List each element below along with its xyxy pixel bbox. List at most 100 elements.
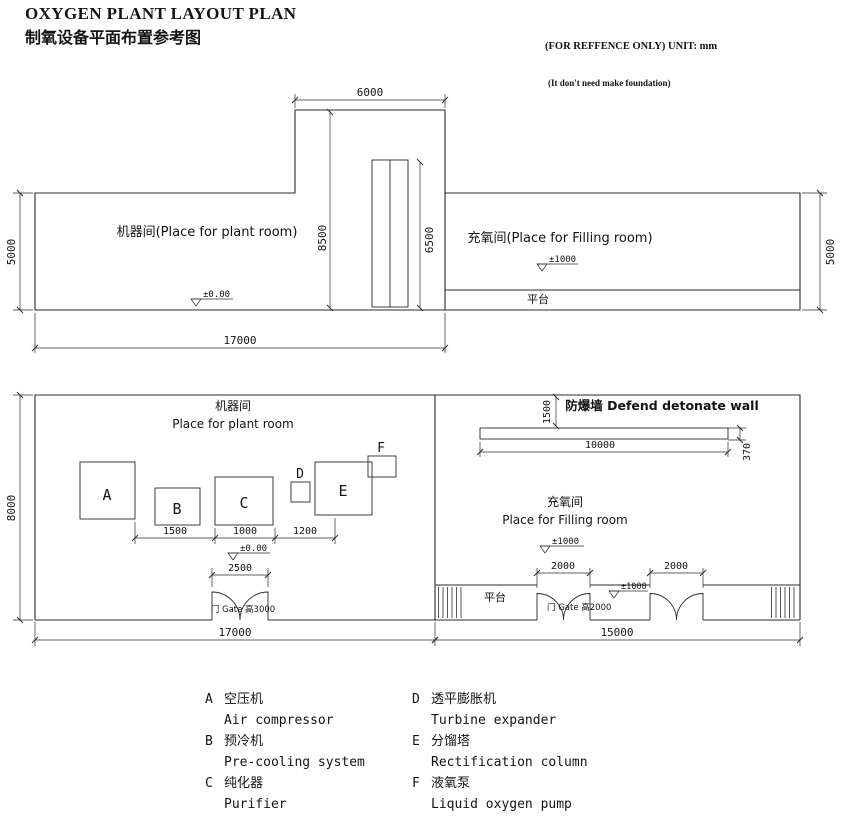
plant-gate: 门 Gate 高3000: [211, 591, 275, 621]
legend-name-en: Rectification column: [431, 755, 588, 770]
legend-key: E: [412, 734, 420, 749]
legend-item-a: A 空压机 Air compressor: [205, 692, 334, 728]
plan-plant-room-label-zh: 机器间: [215, 399, 251, 413]
plan-outline: [34, 394, 801, 620]
plan-level-marker-plant: ±0.00: [227, 544, 270, 561]
plan-view: 机器间 Place for plant room A B C D E F: [5, 391, 804, 646]
elevation-filling-room-label: 充氧间(Place for Filling room): [467, 230, 652, 246]
dim-elevation-plant-width-value: 17000: [223, 334, 256, 347]
equipment-b: B: [154, 487, 201, 526]
door-leaf-right: [239, 591, 269, 621]
legend-item-b: B 预冷机 Pre-cooling system: [205, 734, 365, 770]
dim-left-height-value: 5000: [5, 239, 18, 266]
legend-name-zh: 纯化器: [224, 776, 263, 791]
door-leaf-left: [536, 593, 564, 621]
elevation-view: 机器间(Place for plant room) 充氧间(Place for …: [5, 86, 837, 353]
equipment-f: F: [367, 441, 397, 478]
plan-platform-label: 平台: [484, 590, 506, 604]
platform-hatch-right: [769, 587, 797, 618]
level-triangle-icon: [190, 298, 202, 307]
equipment-e-label: E: [338, 482, 347, 500]
plant-gate-label: 门 Gate 高3000: [211, 604, 275, 615]
legend-name-zh: 液氧泵: [431, 776, 470, 791]
equipment-b-label: B: [172, 500, 181, 518]
page-title: OXYGEN PLANT LAYOUT PLAN: [25, 4, 297, 23]
elevation-level-filling-value: ±1000: [549, 255, 576, 265]
dim-filling-gate-1-value: 2000: [551, 561, 575, 572]
dim-right-height: 5000: [802, 189, 837, 314]
dim-plan-plant-width: 17000: [31, 622, 439, 646]
plan-level-plant-value: ±0.00: [240, 544, 267, 554]
level-triangle-icon: [536, 263, 548, 272]
legend-name-en: Turbine expander: [431, 713, 556, 728]
legend-item-e: E 分馏塔 Rectification column: [412, 734, 588, 770]
dim-a-c-value: 1500: [163, 526, 187, 537]
elevation-level-marker-filling: ±1000: [536, 255, 578, 272]
elevation-platform-label: 平台: [527, 292, 549, 306]
equipment-a-label: A: [102, 486, 111, 504]
plan-plant-room-label-en: Place for plant room: [172, 417, 294, 431]
dim-left-height: 5000: [5, 189, 33, 314]
dim-filling-gate-1: 2000: [533, 561, 594, 588]
legend-item-f: F 液氧泵 Liquid oxygen pump: [412, 776, 572, 812]
elevation-level-marker-plant: ±0.00: [190, 290, 233, 307]
elevation-level-plant-value: ±0.00: [203, 290, 230, 300]
dim-wall-length-value: 10000: [585, 440, 615, 451]
plan-filling-room-label-zh: 充氧间: [547, 494, 583, 509]
dim-wall-offset-value: 1500: [542, 400, 553, 424]
equipment-f-label: F: [377, 441, 385, 456]
elevation-outline: [34, 109, 801, 311]
equipment-a: A: [79, 461, 136, 520]
dim-wall-offset: 1500: [542, 393, 560, 430]
dim-wall-thickness-value: 370: [742, 443, 753, 461]
level-triangle-icon: [608, 590, 620, 599]
equipment-c: C: [214, 476, 274, 526]
legend-key: A: [205, 692, 213, 707]
level-triangle-icon: [539, 545, 551, 554]
dim-plant-gate-value: 2500: [228, 563, 252, 574]
note-foundation: (It don't need make foundation): [548, 78, 671, 88]
legend-key: C: [205, 776, 213, 791]
legend-item-c: C 纯化器 Purifier: [205, 776, 287, 812]
dim-room-depth: 8000: [5, 391, 33, 624]
filling-gate-label: 门 Gate 高2000: [547, 602, 611, 613]
legend-item-d: D 透平膨胀机 Turbine expander: [412, 692, 556, 728]
legend-name-zh: 空压机: [224, 692, 263, 707]
dim-tower-height-value: 8500: [316, 225, 329, 252]
level-triangle-icon: [227, 552, 239, 561]
dim-wall-thickness: 370: [728, 424, 753, 461]
dim-equipment-chain: 1500 1000 1200: [131, 518, 339, 544]
legend-key: B: [205, 734, 213, 749]
legend-name-zh: 分馏塔: [431, 734, 470, 749]
dim-c-e-value: 1200: [293, 526, 317, 537]
dim-filling-gate-2: 2000: [646, 561, 707, 588]
filling-gate-1: [536, 593, 591, 621]
equipment-e: E: [314, 461, 373, 516]
dim-tower-height: 8500: [316, 108, 334, 312]
legend-name-en: Air compressor: [224, 713, 334, 728]
dim-tower-width-value: 6000: [357, 86, 384, 99]
door-leaf-right: [563, 593, 591, 621]
plan-level-marker-filling: ±1000: [539, 537, 584, 554]
legend-name-en: Liquid oxygen pump: [431, 797, 572, 812]
dim-plant-gate: 2500: [208, 563, 272, 587]
plan-filling-room-label-en: Place for Filling room: [502, 513, 627, 527]
door-leaf-left: [649, 593, 677, 621]
note-unit: UNIT: mm: [668, 41, 717, 52]
equipment-d-label: D: [296, 467, 304, 482]
legend-name-en: Purifier: [224, 797, 287, 812]
door-leaf-right: [676, 593, 704, 621]
dim-filling-gate-2-value: 2000: [664, 561, 688, 572]
legend-name-zh: 预冷机: [224, 734, 263, 749]
dim-elevation-plant-width: 17000: [31, 313, 449, 353]
legend-name-en: Pre-cooling system: [224, 755, 365, 770]
dim-plan-filling-width: 15000: [431, 622, 804, 646]
dim-plan-plant-width-value: 17000: [218, 626, 251, 639]
legend-key: F: [412, 776, 420, 791]
note-reference: (FOR REFFENCE ONLY): [545, 41, 666, 52]
filling-gate-2: [649, 593, 704, 621]
dim-door-height: 6500: [416, 158, 436, 312]
platform-hatch-left: [437, 587, 463, 618]
